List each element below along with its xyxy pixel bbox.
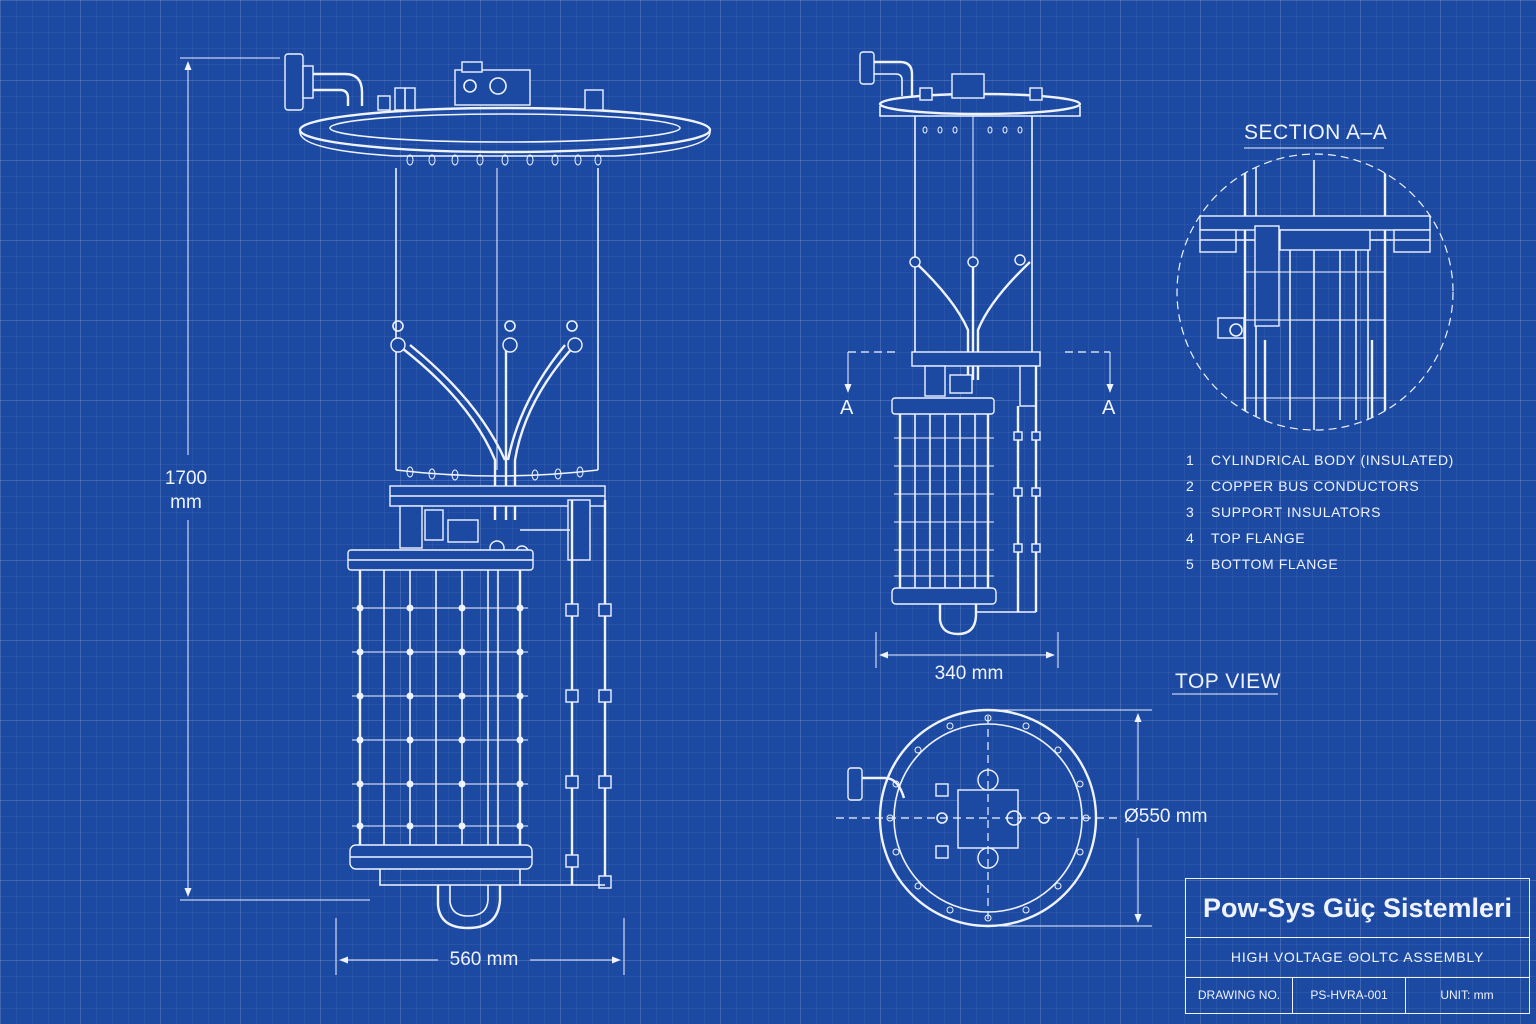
diameter-dimension-label: Ø550 mm: [1124, 806, 1208, 827]
section-a-a-view: [1176, 147, 1454, 431]
height-unit: mm: [170, 492, 202, 513]
legend-item: 2 COPPER BUS CONDUCTORS: [1186, 478, 1454, 504]
side-view: [844, 51, 1114, 668]
drawing-number: PS-HVRA-001: [1293, 977, 1406, 1013]
legend-item: 3 SUPPORT INSULATORS: [1186, 504, 1454, 530]
legend-item-number: 4: [1186, 530, 1195, 546]
side-width-dimension-label: 340 mm: [934, 663, 1004, 684]
legend-item-number: 1: [1186, 452, 1195, 468]
company-name: Pow-Sys Güç Sistemleri: [1186, 879, 1529, 938]
top-view: [836, 693, 1278, 928]
drawing-number-label: DRAWING NO.: [1186, 977, 1293, 1013]
title-block: Pow-Sys Güç Sistemleri HIGH VOLTAGE ΘOLT…: [1185, 878, 1530, 1014]
section-mark-right: A: [1102, 397, 1116, 419]
legend-item-label: COPPER BUS CONDUCTORS: [1211, 478, 1420, 494]
legend-item-number: 5: [1186, 556, 1195, 572]
legend-item-label: BOTTOM FLANGE: [1211, 556, 1339, 572]
legend-item-number: 3: [1186, 504, 1195, 520]
legend-item-label: TOP FLANGE: [1211, 530, 1306, 546]
legend-item: 4 TOP FLANGE: [1186, 530, 1454, 556]
legend-item-label: CYLINDRICAL BODY (INSULATED): [1211, 452, 1454, 468]
front-width-dimension-label: 560 mm: [449, 949, 519, 970]
drawing-subtitle: HIGH VOLTAGE ΘOLTC ASSEMBLY: [1186, 937, 1529, 978]
legend-item: 1 CYLINDRICAL BODY (INSULATED): [1186, 452, 1454, 478]
front-view: [180, 53, 712, 975]
section-heading: SECTION A–A: [1244, 121, 1388, 144]
height-dimension-label: 1700 mm: [154, 467, 218, 515]
height-value: 1700: [164, 468, 208, 489]
section-mark-left: A: [840, 397, 854, 419]
unit-cell: UNIT: mm: [1440, 988, 1494, 1002]
legend-item: 5 BOTTOM FLANGE: [1186, 556, 1454, 582]
top-view-heading: TOP VIEW: [1175, 670, 1281, 693]
legend-item-label: SUPPORT INSULATORS: [1211, 504, 1382, 520]
parts-legend: 1 CYLINDRICAL BODY (INSULATED) 2 COPPER …: [1186, 452, 1454, 582]
legend-item-number: 2: [1186, 478, 1195, 494]
